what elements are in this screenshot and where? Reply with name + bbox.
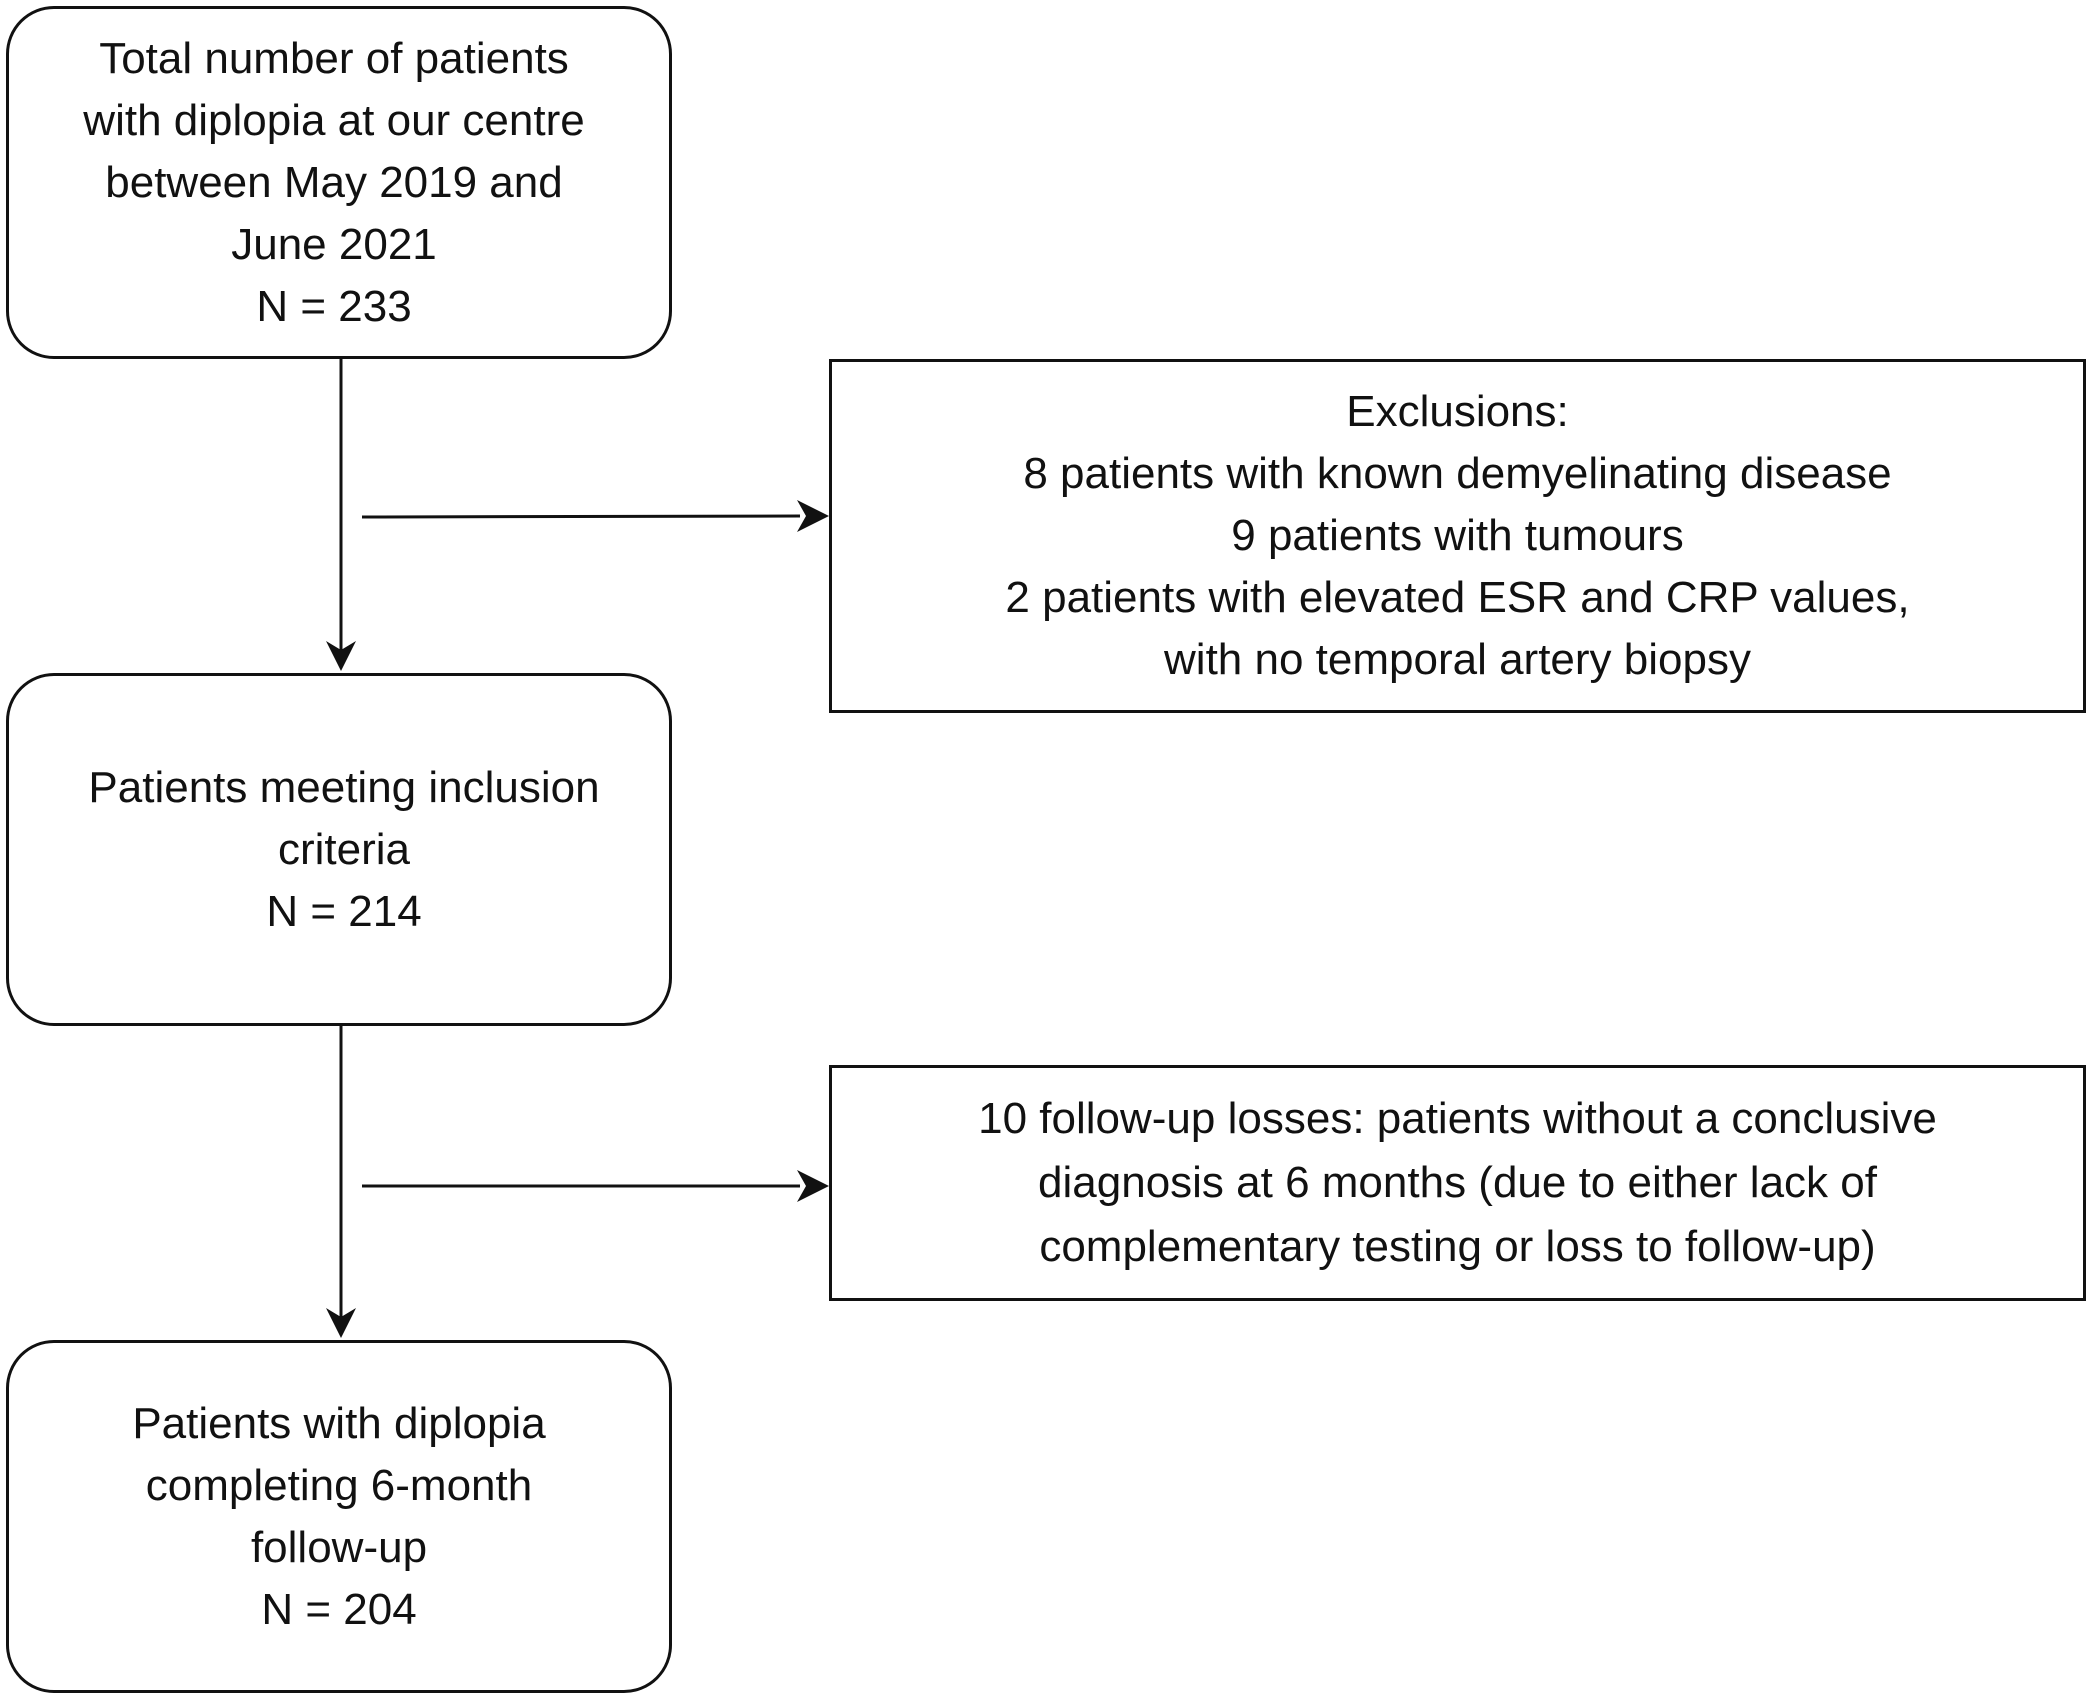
completed-line-3: follow-up bbox=[250, 1522, 428, 1572]
followup-line-1: 10 follow-up losses: patients without a … bbox=[978, 1094, 1937, 1143]
total-line-3: between May 2019 and bbox=[105, 157, 563, 207]
exclusion-demyelinating: 8 patients with known demyelinating dise… bbox=[1023, 449, 1892, 498]
inclusion-line-2: criteria bbox=[277, 824, 411, 874]
arrow-to-exclusions bbox=[361, 514, 801, 519]
exclusion-tumours: 9 patients with tumours bbox=[1231, 511, 1684, 560]
completed-line-2: completing 6-month bbox=[145, 1460, 533, 1510]
arrowhead-total-to-inclusion bbox=[326, 641, 356, 671]
box-exclusions: Exclusions: 8 patients with known demyel… bbox=[829, 359, 2086, 713]
followup-line-2: diagnosis at 6 months (due to either lac… bbox=[1038, 1158, 1877, 1207]
total-line-2: with diplopia at our centre bbox=[83, 95, 585, 145]
box-inclusion-criteria: Patients meeting inclusion criteria N = … bbox=[6, 673, 672, 1026]
arrowhead-inclusion-to-completed bbox=[326, 1308, 356, 1338]
total-count: N = 233 bbox=[256, 281, 412, 331]
exclusion-esr-crp: 2 patients with elevated ESR and CRP val… bbox=[1005, 573, 1910, 622]
total-line-1: Total number of patients bbox=[99, 33, 569, 83]
inclusion-count: N = 214 bbox=[266, 886, 422, 936]
box-total-patients: Total number of patients with diplopia a… bbox=[6, 6, 672, 359]
total-line-4: June 2021 bbox=[231, 219, 437, 269]
followup-line-3: complementary testing or loss to follow-… bbox=[1039, 1222, 1876, 1271]
completed-count: N = 204 bbox=[261, 1584, 417, 1634]
arrowhead-to-exclusions bbox=[797, 500, 829, 532]
box-completed-followup: Patients with diplopia completing 6-mont… bbox=[6, 1340, 672, 1693]
arrowhead-to-followup-losses bbox=[797, 1170, 829, 1202]
inclusion-line-1: Patients meeting inclusion bbox=[88, 762, 600, 812]
completed-line-1: Patients with diplopia bbox=[132, 1398, 546, 1448]
box-followup-losses: 10 follow-up losses: patients without a … bbox=[829, 1065, 2086, 1301]
exclusion-esr-crp-cont: with no temporal artery biopsy bbox=[1164, 635, 1751, 684]
exclusions-title: Exclusions: bbox=[1346, 387, 1569, 436]
